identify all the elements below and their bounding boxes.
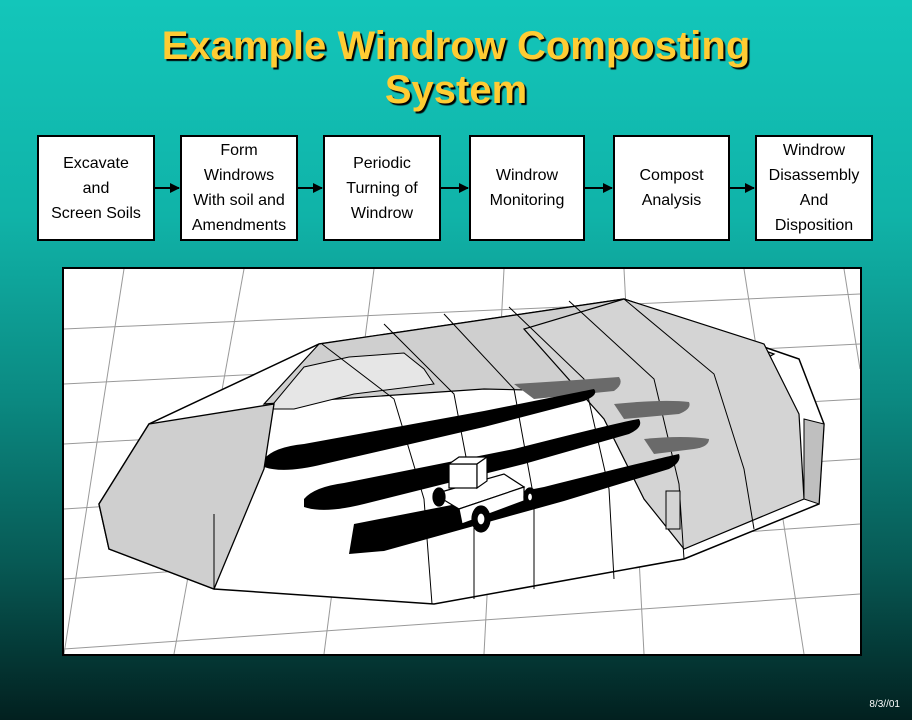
slide-title-line-2: System [384, 68, 528, 112]
windrow-turner [432, 455, 537, 533]
tent-door [665, 490, 681, 530]
slide-title: Example Windrow Composting System [0, 24, 912, 112]
tent-back-opening [267, 352, 435, 410]
step-windrow-monitoring: Windrow Monitoring [469, 135, 585, 241]
slide-date: 8/3//01 [869, 699, 900, 710]
composting-facility-illustration [62, 267, 862, 656]
step-excavate-screen-soils: Excavate and Screen Soils [37, 135, 155, 241]
tent-right-side [522, 298, 805, 550]
slide-title-line-1: Example Windrow Composting [161, 24, 751, 68]
facility-drawing [64, 269, 860, 654]
tent-front-end [98, 403, 275, 590]
step-windrow-disassembly: Windrow Disassembly And Disposition [755, 135, 873, 241]
step-periodic-turning: Periodic Turning of Windrow [323, 135, 441, 241]
step-form-windrows: Form Windrows With soil and Amendments [180, 135, 298, 241]
windrow-1 [264, 389, 596, 470]
windrow-shadows [514, 377, 709, 454]
step-compost-analysis: Compost Analysis [613, 135, 730, 241]
